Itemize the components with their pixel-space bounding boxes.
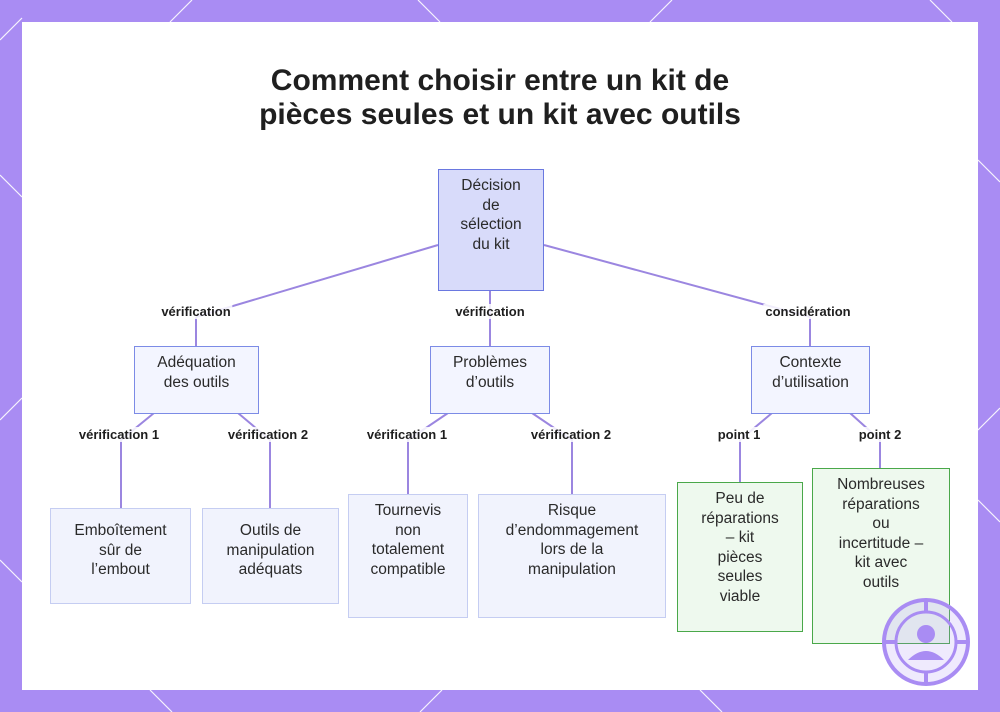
edge-label-root-problemes: vérification	[453, 304, 527, 319]
edge-label-adequation-1: vérification 1	[76, 427, 162, 442]
title-line-1: Comment choisir entre un kit de	[270, 64, 730, 97]
edge-root-adequation	[195, 244, 439, 318]
node-contexte-utilisation-label: Contexte d’utilisation	[772, 354, 849, 391]
node-problemes-outils: Problèmes d’outils	[430, 346, 550, 414]
edge-problemes-tournevis	[407, 412, 449, 494]
node-problemes-outils-label: Problèmes d’outils	[452, 354, 528, 391]
node-peu-reparations-label: Peu de réparations – kit pièces seules v…	[701, 490, 779, 605]
node-tournevis-label: Tournevis non totalement compatible	[370, 502, 446, 578]
node-emboitement-label: Emboîtement sûr de l’embout	[74, 522, 167, 578]
edge-contexte-peu	[739, 412, 773, 482]
node-adequation-outils: Adéquation des outils	[134, 346, 259, 414]
node-tournevis: Tournevis non totalement compatible	[348, 494, 468, 618]
target-person-logo-icon	[882, 598, 970, 686]
edge-label-root-contexte: considération	[763, 304, 853, 319]
title-line-2: pièces seules et un kit avec outils	[259, 98, 741, 131]
node-nombreuses-reparations-label: Nombreuses réparations ou incertitude – …	[837, 476, 925, 591]
edge-label-root-adequation: vérification	[159, 304, 233, 319]
edge-label-adequation-2: vérification 2	[225, 427, 311, 442]
node-adequation-outils-label: Adéquation des outils	[157, 354, 236, 391]
node-contexte-utilisation: Contexte d’utilisation	[751, 346, 870, 414]
node-decision-root-label: Décision de sélection du kit	[460, 177, 522, 253]
node-risque: Risque d’endommagement lors de la manipu…	[478, 494, 666, 618]
node-decision-root: Décision de sélection du kit	[438, 169, 544, 291]
node-peu-reparations: Peu de réparations – kit pièces seules v…	[677, 482, 803, 632]
node-emboitement: Emboîtement sûr de l’embout	[50, 508, 191, 604]
node-nombreuses-reparations: Nombreuses réparations ou incertitude – …	[812, 468, 950, 644]
edge-label-problemes-1: vérification 1	[364, 427, 450, 442]
node-risque-label: Risque d’endommagement lors de la manipu…	[505, 502, 639, 578]
node-outils-manipulation: Outils de manipulation adéquats	[202, 508, 339, 604]
edge-problemes-risque	[531, 412, 573, 494]
edge-label-contexte-2: point 2	[856, 427, 904, 442]
edge-label-contexte-1: point 1	[715, 427, 763, 442]
node-outils-manipulation-label: Outils de manipulation adéquats	[226, 522, 315, 578]
edge-label-problemes-2: vérification 2	[528, 427, 614, 442]
page-title: Comment choisir entre un kit de pièces s…	[0, 64, 1000, 132]
